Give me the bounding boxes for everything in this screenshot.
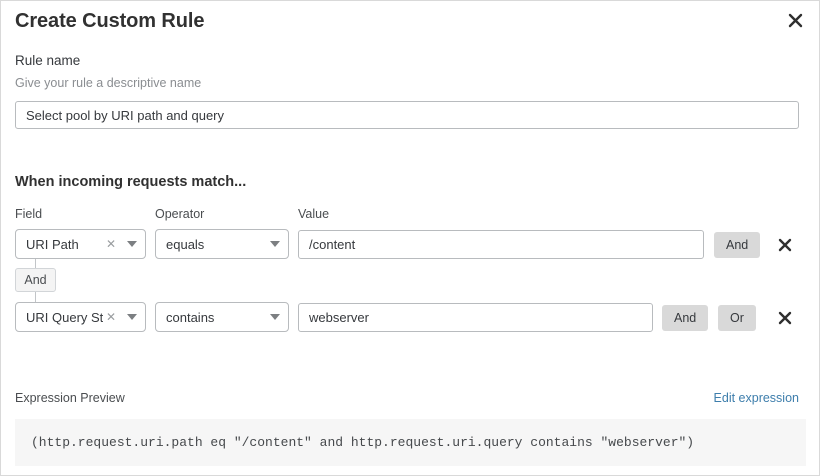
operator-select-row-1[interactable]: equals <box>155 229 289 259</box>
field-clear-icon-row-1[interactable]: ✕ <box>105 237 117 251</box>
field-select-row-2[interactable]: URI Query St... ✕ <box>15 302 146 332</box>
connector-line-top <box>35 259 36 269</box>
and-button-row-2[interactable]: And <box>662 305 709 331</box>
rule-name-help-text: Give your rule a descriptive name <box>15 76 202 90</box>
chevron-down-icon-operator-row-2[interactable] <box>262 314 288 320</box>
rule-name-input[interactable] <box>15 101 799 129</box>
chevron-down-icon-field-row-2[interactable] <box>119 314 145 320</box>
remove-condition-button-row-1[interactable] <box>775 235 795 255</box>
or-button-row-2[interactable]: Or <box>718 305 756 331</box>
value-input-row-2[interactable] <box>298 303 653 332</box>
column-header-value: Value <box>298 207 330 221</box>
rule-name-label: Rule name <box>15 53 81 68</box>
group-connector-and-badge[interactable]: And <box>15 268 56 292</box>
value-input-row-1[interactable] <box>298 230 704 259</box>
page-title: Create Custom Rule <box>15 10 205 32</box>
column-header-field: Field <box>15 207 43 221</box>
connector-line-bottom <box>35 292 36 302</box>
field-select-value-row-1: URI Path <box>26 236 79 252</box>
edit-expression-link[interactable]: Edit expression <box>713 391 799 405</box>
chevron-down-icon-field-row-1[interactable] <box>119 241 145 247</box>
expression-preview-code: (http.request.uri.path eq "/content" and… <box>15 419 806 466</box>
expression-preview-label: Expression Preview <box>15 391 125 405</box>
field-select-value-row-2: URI Query St... <box>26 309 103 325</box>
operator-select-row-2[interactable]: contains <box>155 302 289 332</box>
remove-condition-button-row-2[interactable] <box>775 308 795 328</box>
operator-select-value-row-2: contains <box>166 309 215 325</box>
operator-select-value-row-1: equals <box>166 236 205 252</box>
field-clear-icon-row-2[interactable]: ✕ <box>105 310 117 324</box>
close-icon[interactable] <box>783 8 807 32</box>
and-button-row-1[interactable]: And <box>714 232 761 258</box>
field-select-row-1[interactable]: URI Path ✕ <box>15 229 146 259</box>
column-header-operator: Operator <box>155 207 205 221</box>
conditions-heading: When incoming requests match... <box>15 174 247 190</box>
chevron-down-icon-operator-row-1[interactable] <box>262 241 288 247</box>
